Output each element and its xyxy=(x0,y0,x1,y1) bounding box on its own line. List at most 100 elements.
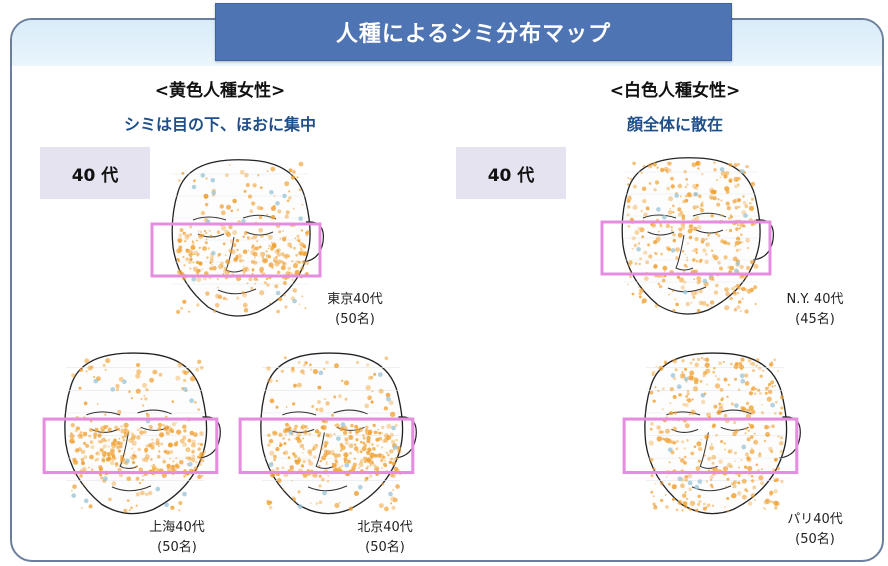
spot-mark xyxy=(278,297,283,302)
marker-dot xyxy=(741,444,747,450)
marker-dot xyxy=(377,372,383,377)
spot-mark xyxy=(714,283,719,288)
spot-mark xyxy=(769,490,774,495)
spot-mark xyxy=(701,301,707,306)
spot-mark xyxy=(720,170,726,176)
spot-mark xyxy=(183,378,187,383)
spot-mark xyxy=(746,456,751,461)
spot-mark xyxy=(84,358,90,364)
marker-dot xyxy=(298,216,303,221)
spot-mark xyxy=(215,293,220,299)
spot-mark xyxy=(702,502,706,506)
spot-mark xyxy=(239,259,243,263)
spot-mark xyxy=(749,449,755,455)
spot-mark xyxy=(753,263,759,269)
spot-mark xyxy=(741,286,746,292)
spot-mark xyxy=(148,424,153,429)
spot-mark xyxy=(98,465,103,470)
spot-mark xyxy=(381,432,384,435)
spot-mark xyxy=(710,214,714,218)
spot-mark xyxy=(696,280,701,285)
spot-mark xyxy=(709,305,712,308)
spot-mark xyxy=(247,194,253,199)
spot-mark xyxy=(690,376,694,380)
spot-mark xyxy=(696,441,702,447)
spot-mark xyxy=(124,429,130,435)
spot-mark xyxy=(96,452,99,455)
spot-mark xyxy=(750,493,756,498)
spot-mark xyxy=(667,210,673,215)
spot-mark xyxy=(770,450,774,454)
spot-mark xyxy=(665,223,670,229)
spot-mark xyxy=(157,422,163,428)
spot-mark xyxy=(101,437,107,443)
marker-dot xyxy=(670,373,676,378)
spot-mark xyxy=(178,509,181,512)
spot-mark xyxy=(318,407,324,413)
spot-mark xyxy=(388,400,394,406)
spot-mark xyxy=(384,459,387,462)
spot-mark xyxy=(654,252,657,255)
spot-mark xyxy=(687,398,692,403)
spot-mark xyxy=(716,377,721,382)
spot-mark xyxy=(738,240,742,245)
spot-mark xyxy=(654,482,657,485)
spot-mark xyxy=(276,249,280,253)
spot-mark xyxy=(677,212,683,217)
spot-mark xyxy=(381,482,385,486)
spot-mark xyxy=(276,252,281,257)
spot-mark xyxy=(83,455,88,459)
spot-mark xyxy=(207,247,210,250)
spot-mark xyxy=(150,465,153,467)
spot-mark xyxy=(675,247,680,252)
spot-mark xyxy=(285,210,290,215)
spot-mark xyxy=(732,431,737,437)
spot-mark xyxy=(676,275,681,279)
spot-mark xyxy=(275,255,278,259)
spot-mark xyxy=(202,246,207,251)
spot-mark xyxy=(663,270,666,273)
spot-mark xyxy=(393,466,399,472)
spot-mark xyxy=(203,276,207,281)
spot-mark xyxy=(381,446,384,449)
spot-mark xyxy=(656,166,659,169)
spot-mark xyxy=(282,436,286,440)
spot-mark xyxy=(79,368,84,372)
spot-mark xyxy=(653,264,658,269)
spot-mark xyxy=(203,229,207,233)
spot-mark xyxy=(260,234,264,238)
spot-mark xyxy=(755,388,758,391)
spot-mark xyxy=(358,462,364,467)
spot-mark xyxy=(89,428,94,432)
spot-mark xyxy=(258,245,262,249)
spot-mark xyxy=(117,409,122,415)
spot-mark xyxy=(685,381,688,383)
marker-dot xyxy=(292,298,297,304)
spot-mark xyxy=(726,477,730,481)
spot-mark xyxy=(322,367,326,371)
spot-mark xyxy=(682,403,686,407)
spot-mark xyxy=(286,199,290,203)
marker-dot xyxy=(739,373,745,379)
spot-mark xyxy=(718,361,723,366)
spot-mark xyxy=(671,484,677,490)
spot-mark xyxy=(365,425,369,430)
spot-mark xyxy=(731,492,737,499)
spot-mark xyxy=(242,302,248,308)
spot-mark xyxy=(737,473,741,478)
spot-mark xyxy=(217,264,224,270)
spot-mark xyxy=(747,429,751,432)
spot-mark xyxy=(393,497,398,503)
spot-mark xyxy=(643,250,648,255)
spot-mark xyxy=(135,504,138,507)
group-heading-asian: <黄色人種女性> シミは目の下、ほおに集中 xyxy=(90,76,350,135)
spot-mark xyxy=(739,248,742,251)
spot-mark xyxy=(293,383,297,388)
spot-mark xyxy=(287,242,292,247)
spot-mark xyxy=(292,288,298,293)
spot-mark xyxy=(669,411,674,416)
spot-mark xyxy=(110,461,115,466)
spot-mark xyxy=(736,291,740,295)
spot-mark xyxy=(755,463,759,467)
spot-mark xyxy=(189,249,193,252)
